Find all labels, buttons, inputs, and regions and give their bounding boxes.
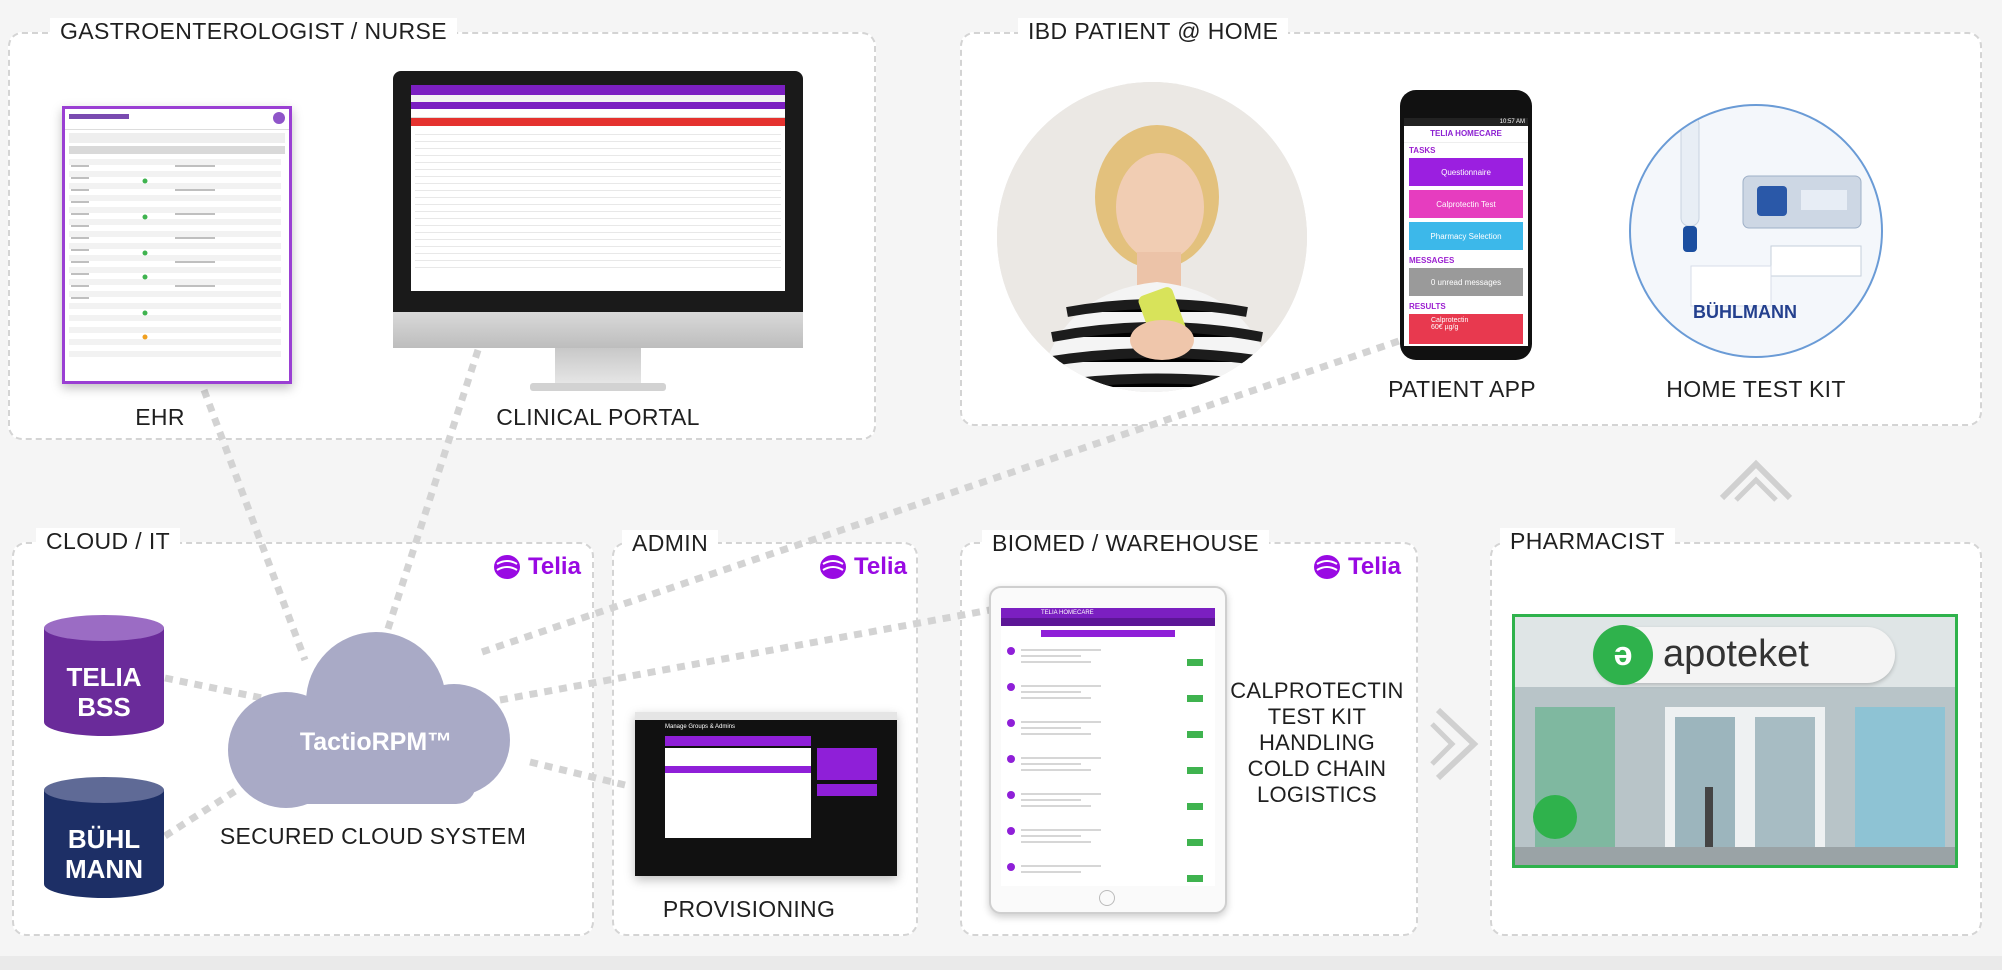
unread-messages[interactable]: 0 unread messages [1409, 268, 1523, 296]
telia-logo-text: Telia [854, 553, 907, 580]
ehr-screenshot [62, 106, 292, 384]
bottom-strip [0, 956, 2002, 970]
task-questionnaire[interactable]: Questionnaire [1409, 158, 1523, 186]
tablet-screen: TELIA HOMECARE [1001, 608, 1215, 886]
cloud-icon [228, 632, 510, 808]
ehr-table [69, 159, 281, 357]
phone-tasks-label: TASKS [1409, 146, 1436, 155]
telia-logo-text: Telia [1348, 553, 1401, 580]
buhlmann-logo: BÜHLMANN [1693, 302, 1797, 323]
admin-screenshot: Manage Groups & Admins [635, 712, 897, 876]
telia-bss-line1: TELIA [66, 662, 142, 692]
caption-secured-cloud: SECURED CLOUD SYSTEM [219, 823, 527, 849]
telia-pebble-icon [494, 555, 520, 579]
tablet-order-list [1007, 647, 1203, 882]
result-item[interactable]: Calprotectin 60€ µg/g [1409, 314, 1523, 344]
telia-bss-database-icon [44, 615, 164, 736]
caption-provisioning: PROVISIONING [662, 896, 836, 922]
panel-gastro-title: GASTROENTEROLOGIST / NURSE [50, 18, 457, 45]
telia-bss-label: TELIA BSS [44, 662, 164, 722]
caption-home-test-kit: HOME TEST KIT [1666, 376, 1846, 402]
tablet-app-header: TELIA HOMECARE [1001, 608, 1215, 618]
telia-pebble-icon [1314, 555, 1340, 579]
task-pharmacy-selection[interactable]: Pharmacy Selection [1409, 222, 1523, 250]
logistics-line-3: HANDLING [1258, 730, 1376, 755]
home-test-kit-photo: BÜHLMANN [1629, 104, 1883, 358]
tablet: TELIA HOMECARE [989, 586, 1227, 914]
telia-logo-biomed: Telia [1312, 552, 1401, 582]
buhlmann-db-label: BÜHL MANN [44, 824, 164, 884]
cloud-label: TactioRPM™ [299, 728, 453, 756]
panel-patient-title: IBD PATIENT @ HOME [1018, 18, 1289, 45]
telia-bss-line2: BSS [77, 692, 131, 722]
monitor-stand [555, 348, 641, 384]
panel-cloud-title: CLOUD / IT [36, 528, 181, 555]
phone: 10:57 AM TELIA HOMECARE TASKS Questionna… [1400, 90, 1532, 360]
patient-photo [997, 82, 1307, 392]
caption-ehr: EHR [135, 404, 185, 430]
panel-admin-title: ADMIN [622, 530, 719, 557]
admin-screen-title: Manage Groups & Admins [665, 724, 736, 730]
logistics-line-1: CALPROTECTIN [1230, 678, 1404, 703]
apoteket-logo-text: apoteket [1663, 633, 1809, 675]
telia-pebble-icon [820, 555, 846, 579]
chevron-up-icon [1719, 459, 1793, 502]
apoteket-sign: ə apoteket [1593, 625, 1895, 685]
logistics-line-5: LOGISTICS [1256, 782, 1378, 807]
panel-biomed-title: BIOMED / WAREHOUSE [982, 530, 1270, 557]
telia-logo-text: Telia [528, 553, 581, 580]
logistics-line-2: TEST KIT [1267, 704, 1367, 729]
phone-screen: 10:57 AM TELIA HOMECARE TASKS Questionna… [1404, 118, 1528, 346]
caption-clinical-portal: CLINICAL PORTAL [496, 404, 700, 430]
result-value: 60€ µg/g [1431, 324, 1459, 331]
apoteket-logo-icon: ə [1593, 625, 1653, 685]
result-name: Calprotectin [1431, 317, 1469, 324]
telia-logo-admin: Telia [818, 552, 907, 582]
buhlmann-db-line2: MANN [65, 854, 143, 884]
logistics-line-4: COLD CHAIN [1247, 756, 1387, 781]
chevron-right-icon [1430, 707, 1479, 781]
phone-messages-label: MESSAGES [1409, 256, 1455, 265]
caption-patient-app: PATIENT APP [1388, 376, 1536, 402]
buhlmann-db-line1: BÜHL [67, 824, 141, 854]
phone-results-label: RESULTS [1409, 302, 1446, 311]
monitor-base [530, 383, 666, 391]
monitor [393, 71, 803, 348]
buhlmann-database-icon [44, 777, 164, 898]
phone-status-time: 10:57 AM [1404, 118, 1528, 126]
clinical-portal-screen [411, 85, 785, 291]
logistics-caption: CALPROTECTIN TEST KIT HANDLING COLD CHAI… [1225, 678, 1409, 808]
phone-app-header: TELIA HOMECARE [1404, 126, 1528, 143]
panel-pharmacist-title: PHARMACIST [1500, 528, 1675, 555]
buhlmann-logo-text: BÜHLMANN [1693, 302, 1797, 322]
apoteket-storefront-photo: ə apoteket [1512, 614, 1958, 868]
task-calprotectin-test[interactable]: Calprotectin Test [1409, 190, 1523, 218]
telia-logo-cloud: Telia [492, 552, 581, 582]
